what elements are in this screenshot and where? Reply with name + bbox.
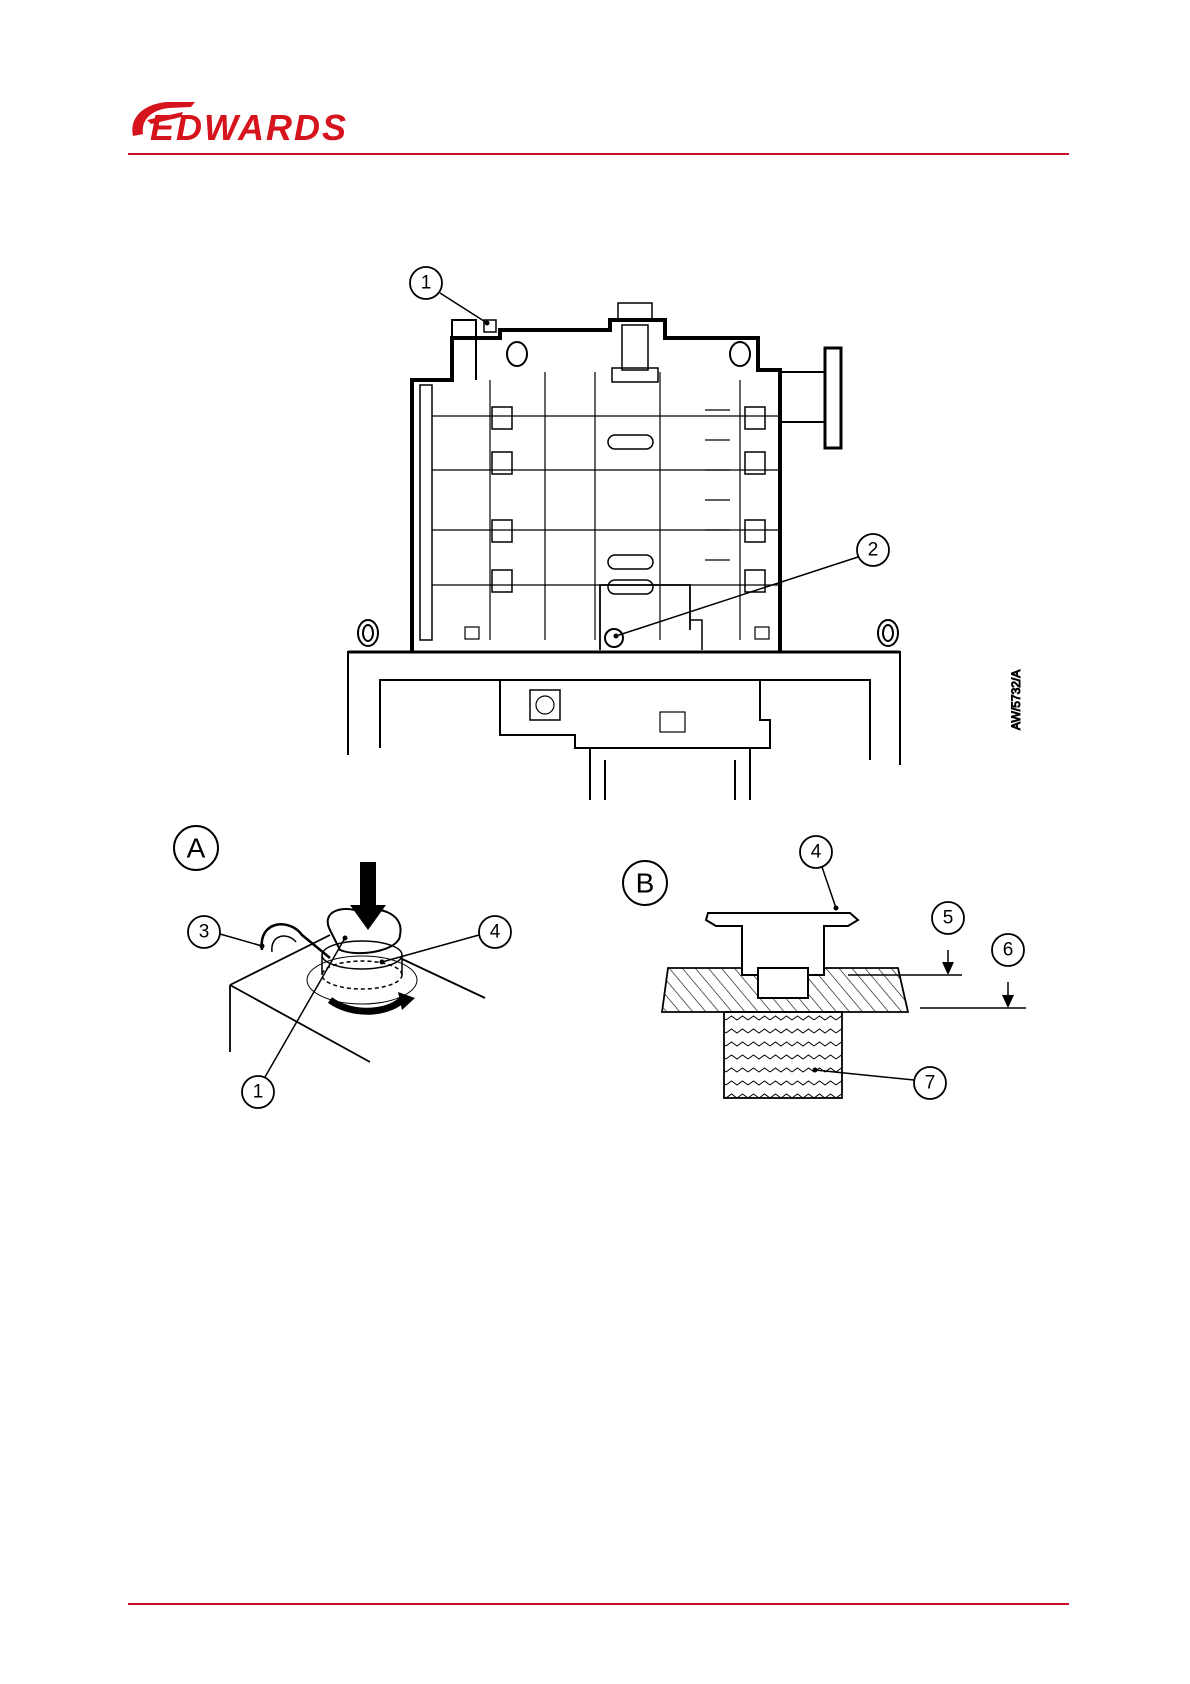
callout-b-6: 6 bbox=[992, 934, 1024, 966]
callout-b-4: 4 bbox=[800, 836, 838, 910]
svg-text:7: 7 bbox=[925, 1073, 936, 1094]
callout-main-2: 2 bbox=[614, 534, 889, 638]
view-b-section bbox=[662, 913, 1026, 1098]
view-a-detail bbox=[230, 862, 485, 1062]
pump-main-view bbox=[348, 303, 900, 800]
callout-b-5: 5 bbox=[932, 902, 964, 934]
svg-text:4: 4 bbox=[811, 842, 822, 863]
drawing-ref: AW/5732/A bbox=[1009, 670, 1023, 730]
svg-text:B: B bbox=[636, 868, 655, 899]
svg-text:5: 5 bbox=[943, 908, 954, 929]
svg-text:1: 1 bbox=[421, 273, 432, 294]
svg-text:6: 6 bbox=[1003, 940, 1014, 961]
callout-a-1: 1 bbox=[242, 936, 347, 1108]
callout-a-3: 3 bbox=[188, 916, 264, 948]
svg-text:1: 1 bbox=[253, 1082, 264, 1103]
view-b-label: B bbox=[623, 861, 667, 905]
svg-text:2: 2 bbox=[868, 540, 879, 561]
svg-text:3: 3 bbox=[199, 922, 210, 943]
svg-text:A: A bbox=[187, 833, 206, 864]
view-a-label: A bbox=[174, 826, 218, 870]
svg-text:4: 4 bbox=[490, 922, 501, 943]
callout-main-1: 1 bbox=[410, 267, 489, 325]
